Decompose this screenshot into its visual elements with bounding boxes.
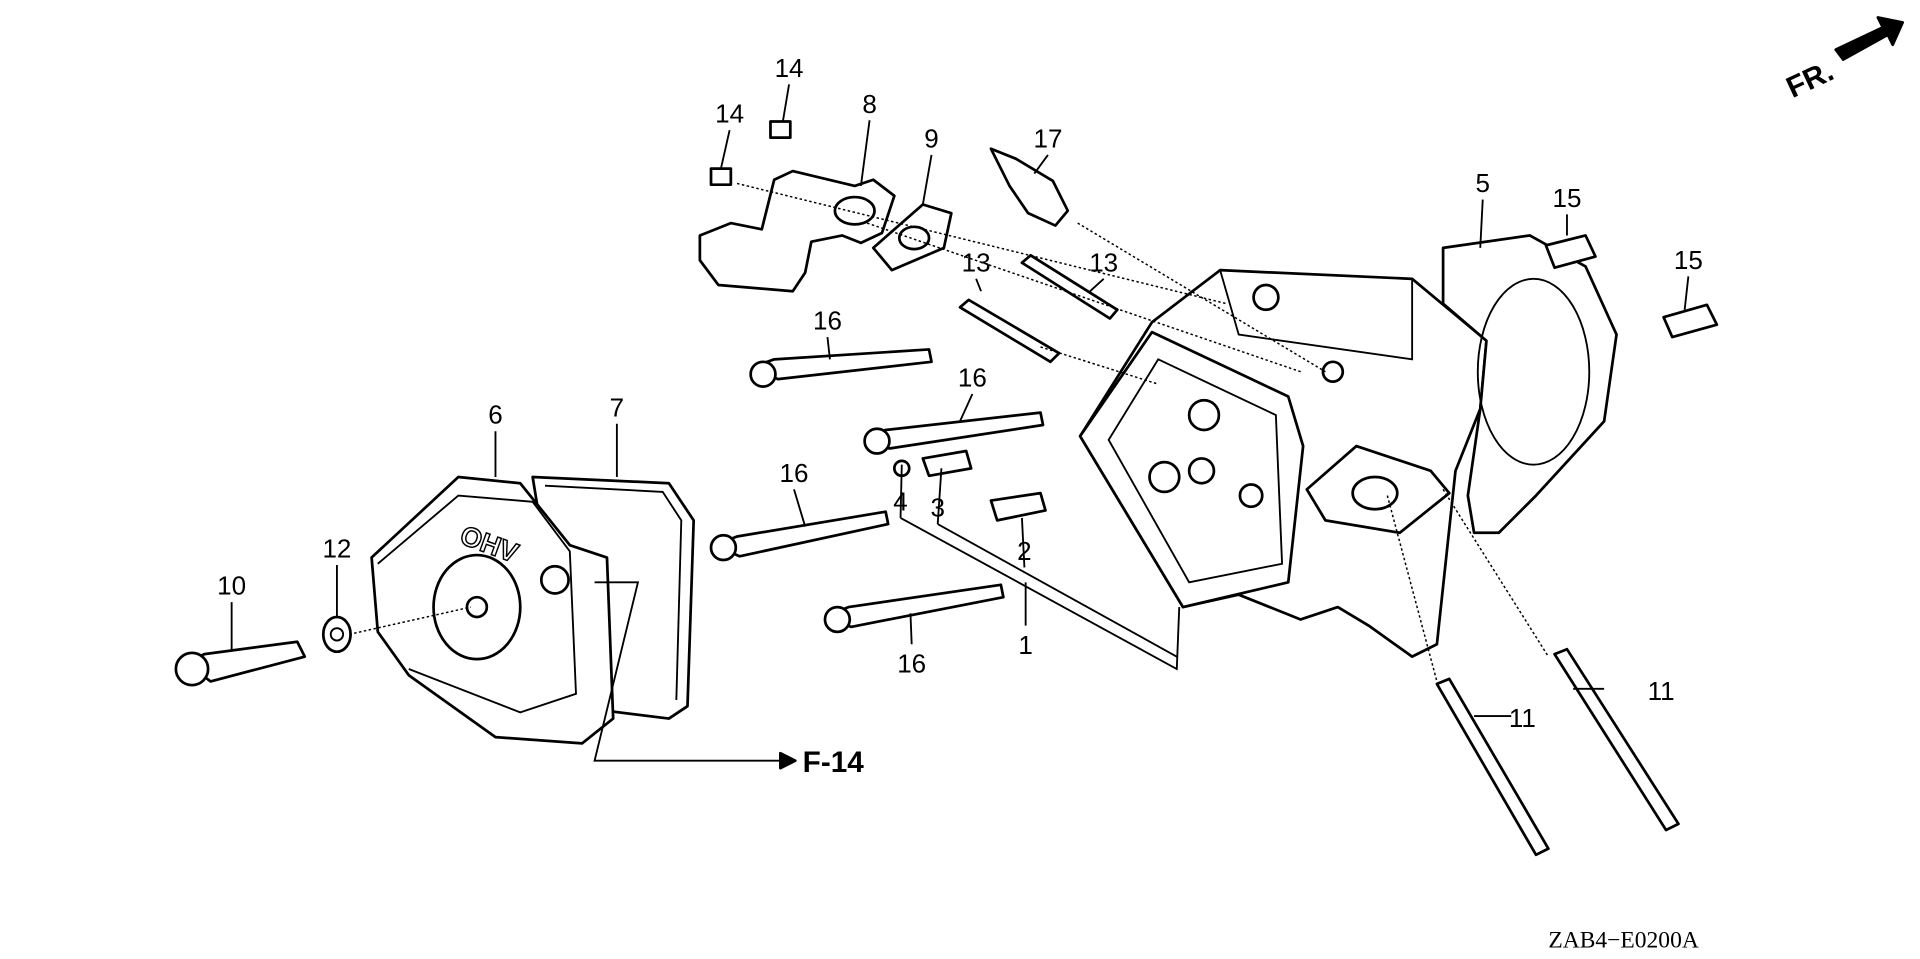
- flange-bolts-16: [709, 348, 1045, 634]
- callout-7: 7: [610, 392, 624, 422]
- dowel-pins: [892, 449, 1047, 522]
- callout-13: 13: [1089, 247, 1118, 277]
- callout-8: 8: [862, 89, 876, 119]
- nut-14: [709, 120, 792, 187]
- cover-bolt: [174, 615, 352, 687]
- callout-15: 15: [1553, 183, 1582, 213]
- intake-pipe: [698, 169, 896, 293]
- callout-1: 1: [1018, 630, 1032, 660]
- dowel-15: [1544, 234, 1719, 339]
- reference-f14[interactable]: F-14: [803, 746, 865, 779]
- callout-5: 5: [1476, 168, 1490, 198]
- stud-11: [1435, 647, 1680, 857]
- leader-lines: [230, 84, 1690, 770]
- cylinder-head: [1078, 268, 1488, 658]
- callout-4: 4: [893, 486, 907, 516]
- head-gasket: [1441, 234, 1618, 535]
- callout-16: 16: [813, 306, 842, 336]
- callout-16: 16: [958, 363, 987, 393]
- diagram-code: ZAB4−E0200A: [1548, 928, 1698, 954]
- head-cover: OHV: [370, 475, 615, 745]
- callout-labels: 14 14 8 9 17 5 15 15 13 13 16 16 16 6 7 …: [217, 53, 1703, 954]
- front-direction-arrow: FR.: [1781, 16, 1905, 105]
- callout-9: 9: [924, 124, 938, 154]
- callout-13: 13: [962, 247, 991, 277]
- stud-13: [958, 253, 1119, 364]
- callout-17: 17: [1033, 124, 1062, 154]
- front-label: FR.: [1781, 55, 1838, 105]
- callout-16: 16: [897, 649, 926, 679]
- callout-12: 12: [322, 534, 351, 564]
- callout-10: 10: [217, 571, 246, 601]
- callout-11: 11: [1509, 703, 1536, 733]
- callout-11: 11: [1648, 676, 1675, 706]
- callout-14: 14: [775, 53, 804, 83]
- callout-3: 3: [930, 493, 944, 523]
- callout-2: 2: [1017, 536, 1031, 566]
- callout-6: 6: [488, 400, 502, 430]
- spark-plug: [989, 147, 1070, 227]
- callout-14: 14: [715, 99, 744, 129]
- gasket-9: [871, 203, 953, 272]
- callout-15: 15: [1674, 245, 1703, 275]
- callout-16: 16: [780, 458, 809, 488]
